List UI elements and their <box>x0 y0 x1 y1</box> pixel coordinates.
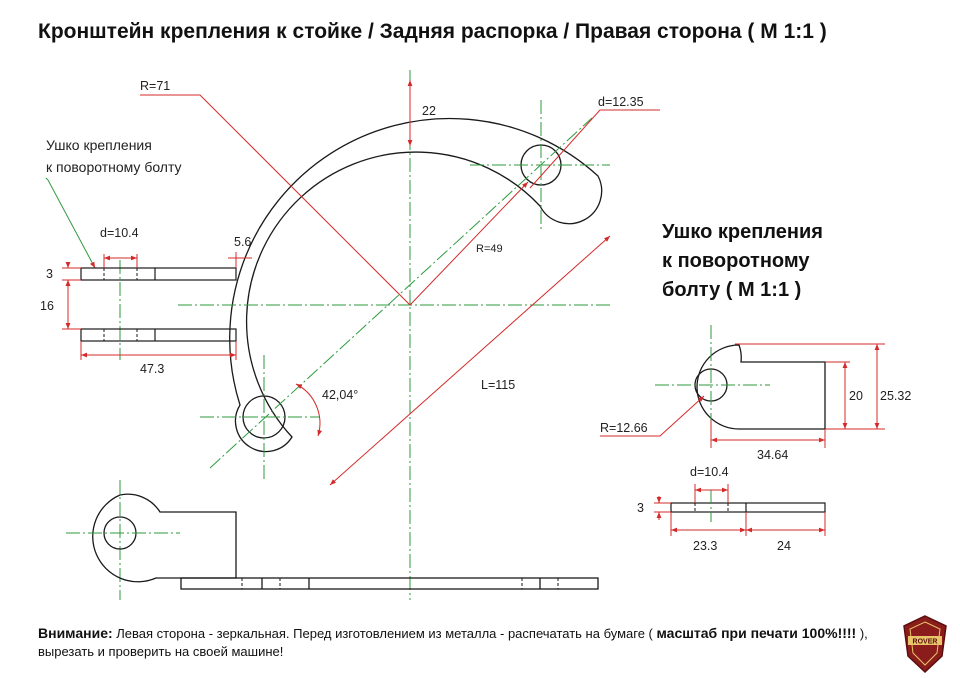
plate-section <box>670 502 826 513</box>
dim-473: 47.3 <box>140 362 164 376</box>
detail-title-line2: к поворотному <box>662 250 810 272</box>
warning-line2: вырезать и проверить на своей машине! <box>38 644 284 659</box>
warning-text-1: Левая сторона - зеркальная. Перед изгото… <box>112 626 657 641</box>
detail-title: Ушко крепления к поворотному болту ( М 1… <box>662 218 922 305</box>
side-section-dims <box>62 252 252 360</box>
dim-l115: L=115 <box>481 378 515 392</box>
rover-logo: ROVER <box>903 615 947 674</box>
dim-d104-left: d=10.4 <box>100 226 139 240</box>
plate-section-hidden <box>694 503 729 512</box>
dim-24: 24 <box>777 539 791 553</box>
dim-3464: 34.64 <box>757 448 788 462</box>
dim-20: 20 <box>849 389 863 403</box>
bottom-view <box>92 493 599 590</box>
ear-dims <box>600 343 885 448</box>
detail-title-line3: болту ( М 1:1 ) <box>662 279 802 301</box>
side-section-hidden <box>103 268 138 341</box>
page-title: Кронштейн крепления к стойке / Задняя ра… <box>38 20 827 43</box>
center-lines <box>119 70 610 600</box>
warning-label: Внимание: <box>38 625 113 641</box>
warning-scale: масштаб при печати 100%!!!! <box>656 625 857 641</box>
warning-text-2: ), <box>856 626 868 641</box>
dim-16: 16 <box>40 299 54 313</box>
callout-line1: Ушко крепления <box>46 137 152 153</box>
dim-d104-right: d=10.4 <box>690 465 729 479</box>
callout-leader <box>45 177 96 269</box>
main-bracket <box>229 117 603 453</box>
dim-22: 22 <box>422 104 436 118</box>
bottom-view-hidden <box>241 578 559 589</box>
dim-3-left: 3 <box>46 267 53 281</box>
dim-r1266: R=12.66 <box>600 421 648 435</box>
callout-line2: к поворотному болту <box>46 159 182 175</box>
dim-r71: R=71 <box>140 79 170 93</box>
dim-56: 5.6 <box>234 235 251 249</box>
dim-r49: R=49 <box>476 243 503 255</box>
ear-detail <box>694 344 826 430</box>
dim-3-right: 3 <box>637 501 644 515</box>
dim-2532: 25.32 <box>880 389 911 403</box>
side-section <box>80 267 237 342</box>
ear-centerlines <box>655 325 770 440</box>
dim-angle: 42,04° <box>322 388 358 402</box>
warning-note: Внимание: Левая сторона - зеркальная. Пе… <box>38 624 898 661</box>
bracket-outline <box>229 117 603 453</box>
logo-text: ROVER <box>913 639 938 646</box>
detail-title-line1: Ушко крепления <box>662 221 823 243</box>
dim-d1235: d=12.35 <box>598 95 644 109</box>
plate-dims <box>654 484 826 536</box>
dim-233: 23.3 <box>693 539 717 553</box>
dimension-lines <box>140 80 660 486</box>
